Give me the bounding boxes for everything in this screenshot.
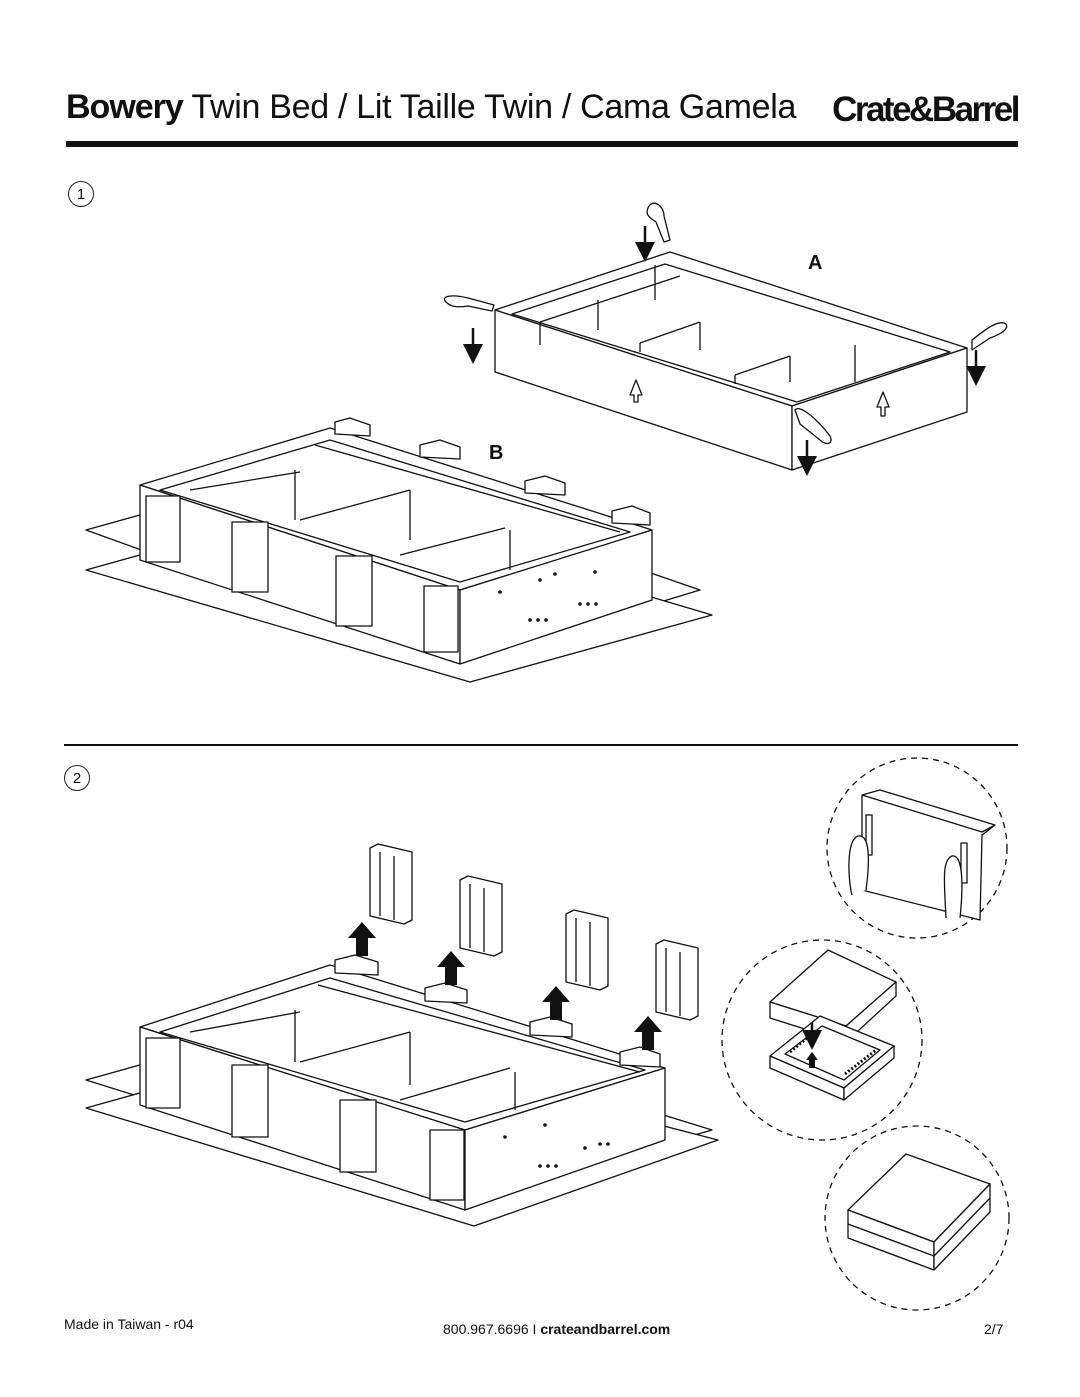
page-title: Bowery Twin Bed / Lit Taille Twin / Cama… <box>66 90 796 124</box>
foam-strap-icon <box>971 322 1008 351</box>
footer-page-number: 2/7 <box>984 1321 1004 1337</box>
footer-origin: Made in Taiwan - r04 <box>64 1316 194 1332</box>
footer-separator: I <box>532 1321 537 1337</box>
foam-strap-icon <box>646 202 671 243</box>
circle-detail-a <box>826 757 1008 939</box>
header-rule <box>66 141 1018 147</box>
part-label-b: B <box>489 442 504 464</box>
title-languages: Twin Bed / Lit Taille Twin / Cama Gamela <box>191 88 797 126</box>
bed-frame-b <box>85 417 713 683</box>
up-arrow-icon <box>806 1052 818 1068</box>
product-name: Bowery <box>66 88 184 126</box>
footer-phone: 800.967.6696 <box>443 1321 529 1337</box>
footer-contact: 800.967.6696 I crateandbarrel.com <box>443 1322 670 1336</box>
bed-frame-step-2 <box>85 954 719 1227</box>
drawer-unit-a <box>494 251 968 471</box>
step-divider <box>64 744 1018 746</box>
circle-detail-b <box>721 939 923 1141</box>
foam-blocks <box>369 843 699 1021</box>
part-label-a: A <box>808 252 823 274</box>
brand-logo: Crate&Barrel <box>832 90 1020 129</box>
circle-detail-c <box>824 1125 1010 1311</box>
step-number-1: 1 <box>68 181 94 207</box>
footer-website: crateandbarrel.com <box>540 1321 671 1337</box>
up-arrow-icon <box>348 922 662 1050</box>
foam-strap-icon <box>794 408 832 445</box>
step-number-2: 2 <box>64 765 90 791</box>
foam-strap-icon <box>443 295 495 312</box>
